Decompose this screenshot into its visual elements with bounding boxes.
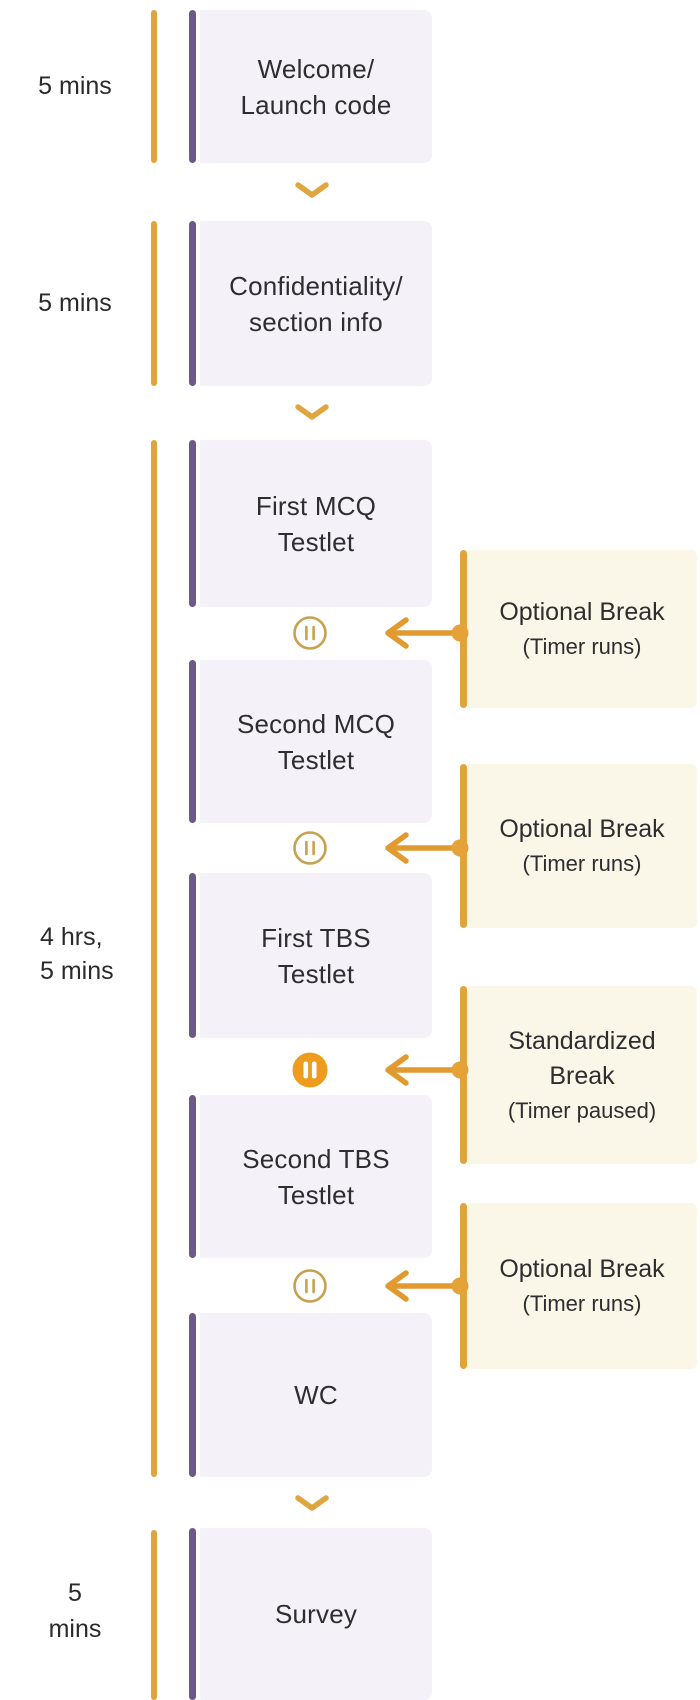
duration-text: 5 mins bbox=[38, 72, 112, 100]
duration-bar-section-1 bbox=[151, 10, 157, 163]
stage-label: Testlet bbox=[277, 744, 355, 775]
stage-box-confidentiality: Confidentiality/ section info bbox=[200, 221, 432, 386]
stage-accent-bar bbox=[189, 10, 196, 163]
stage-accent-bar bbox=[189, 1528, 196, 1700]
stage-label: Second MCQ bbox=[236, 708, 396, 739]
stage-accent-bar bbox=[189, 1095, 196, 1258]
stage-label: Launch code bbox=[240, 89, 392, 120]
break-title: Standardized bbox=[508, 1026, 656, 1055]
arrow-left-icon bbox=[385, 1270, 469, 1302]
stage-label: WC bbox=[294, 1380, 338, 1410]
break-subtitle: (Timer runs) bbox=[522, 634, 642, 659]
stage-box-second-tbs: Second TBS Testlet bbox=[200, 1095, 432, 1258]
arrow-left-icon bbox=[385, 832, 469, 864]
pause-filled-icon bbox=[292, 1052, 328, 1088]
duration-label-section-4: 5 mins bbox=[0, 1575, 150, 1647]
pause-outline-icon bbox=[293, 616, 327, 650]
break-card-standardized: Standardized Break (Timer paused) bbox=[467, 986, 697, 1164]
connector-dot bbox=[451, 1061, 469, 1079]
chevron-down-icon bbox=[295, 1495, 329, 1511]
chevron-down-icon bbox=[295, 182, 329, 198]
break-subtitle: (Timer paused) bbox=[507, 1097, 657, 1123]
duration-label-section-2: 5 mins bbox=[0, 286, 150, 320]
connector-dot bbox=[451, 839, 469, 857]
stage-label: Confidentiality/ bbox=[229, 270, 403, 301]
stage-accent-bar bbox=[189, 660, 196, 823]
stage-label: First TBS bbox=[261, 922, 371, 953]
stage-accent-bar bbox=[189, 440, 196, 607]
stage-label: Second TBS bbox=[242, 1143, 390, 1174]
stage-label: Survey bbox=[274, 1599, 358, 1629]
break-card-optional-1: Optional Break (Timer runs) bbox=[467, 550, 697, 708]
duration-text: 5 bbox=[68, 1579, 82, 1607]
duration-text: 5 mins bbox=[40, 957, 114, 985]
break-card-optional-3: Optional Break (Timer runs) bbox=[467, 1203, 697, 1369]
break-title: Break bbox=[549, 1061, 615, 1090]
arrow-left-icon bbox=[385, 1054, 469, 1086]
break-subtitle: (Timer runs) bbox=[522, 1291, 642, 1316]
stage-box-first-tbs: First TBS Testlet bbox=[200, 873, 432, 1038]
stage-label: Testlet bbox=[277, 526, 355, 557]
duration-text: 4 hrs, bbox=[40, 923, 103, 951]
break-title: Optional Break bbox=[499, 1255, 665, 1283]
stage-accent-bar bbox=[189, 873, 196, 1038]
duration-label-section-1: 5 mins bbox=[0, 69, 150, 103]
stage-accent-bar bbox=[189, 221, 196, 386]
pause-outline-icon bbox=[293, 831, 327, 865]
stage-box-welcome: Welcome/ Launch code bbox=[200, 10, 432, 163]
break-subtitle: (Timer runs) bbox=[522, 851, 642, 876]
stage-box-wc: WC bbox=[200, 1313, 432, 1477]
duration-text: 5 mins bbox=[38, 289, 112, 317]
duration-bar-section-2 bbox=[151, 221, 157, 386]
duration-text: mins bbox=[48, 1615, 102, 1643]
connector-dot bbox=[451, 1277, 469, 1295]
stage-label: First MCQ bbox=[255, 490, 377, 521]
stage-box-first-mcq: First MCQ Testlet bbox=[200, 440, 432, 607]
stage-box-survey: Survey bbox=[200, 1528, 432, 1700]
break-title: Optional Break bbox=[499, 815, 665, 843]
stage-label: Testlet bbox=[277, 1179, 355, 1210]
stage-accent-bar bbox=[189, 1313, 196, 1477]
stage-label: Welcome/ bbox=[257, 53, 375, 84]
duration-label-section-3: 4 hrs, 5 mins bbox=[40, 920, 114, 988]
arrow-left-icon bbox=[385, 617, 469, 649]
chevron-down-icon bbox=[295, 404, 329, 420]
break-card-optional-2: Optional Break (Timer runs) bbox=[467, 764, 697, 928]
stage-label: Testlet bbox=[277, 958, 355, 989]
duration-bar-section-3 bbox=[151, 440, 157, 1477]
stage-box-second-mcq: Second MCQ Testlet bbox=[200, 660, 432, 823]
break-title: Optional Break bbox=[499, 598, 665, 626]
duration-bar-section-4 bbox=[151, 1530, 157, 1700]
pause-outline-icon bbox=[293, 1269, 327, 1303]
connector-dot bbox=[451, 624, 469, 642]
stage-label: section info bbox=[249, 306, 383, 337]
